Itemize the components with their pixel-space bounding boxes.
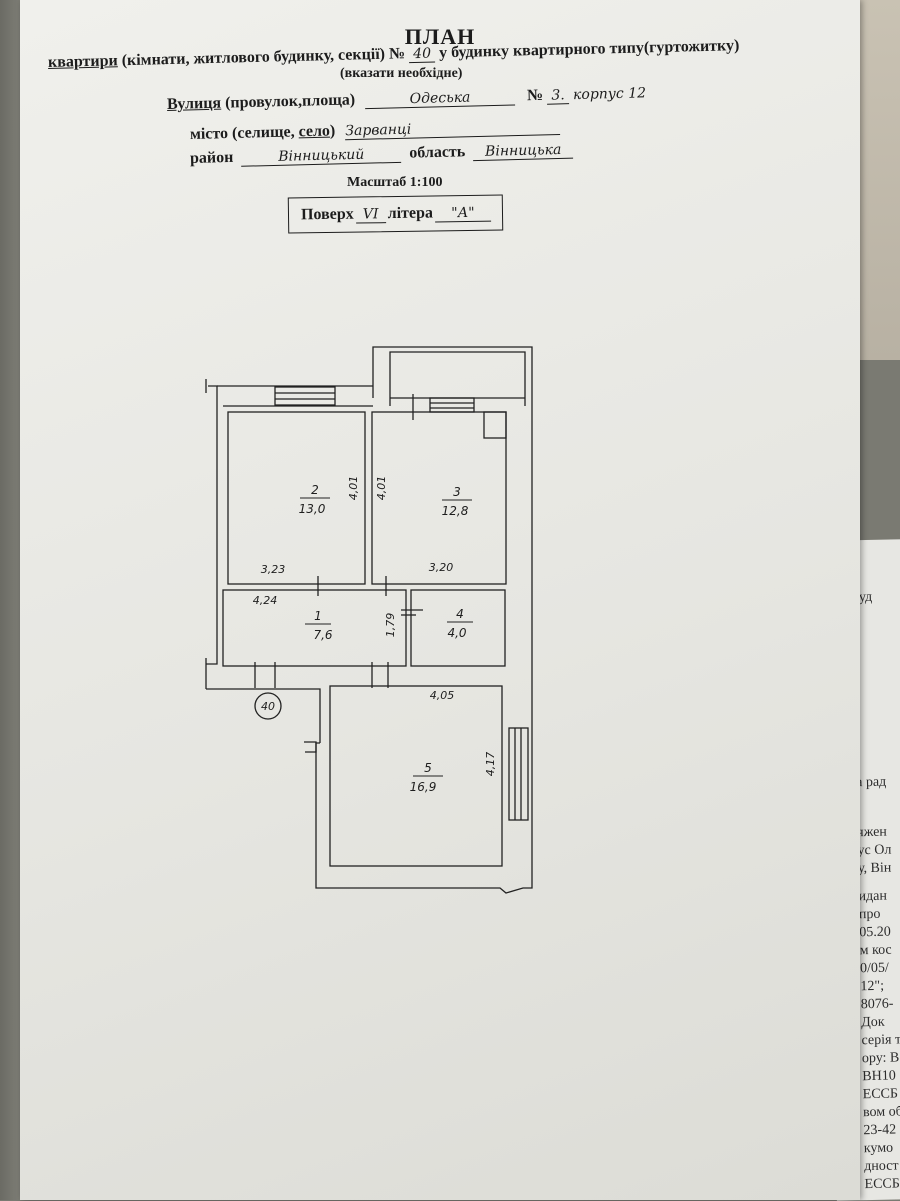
room-1-area: 7,6 — [313, 628, 332, 642]
window — [274, 386, 336, 406]
room-outline — [222, 589, 407, 667]
plan-labels: 40 2 13,0 3 12,8 1 7,6 4 4,0 5 16,9 4,01… — [253, 476, 497, 794]
scale-text: Масштаб 1:100 — [347, 175, 443, 190]
room-2-area: 13,0 — [299, 502, 326, 516]
apartment-marker-label: 40 — [261, 700, 275, 713]
background-text-line: 23-42 — [863, 1122, 897, 1139]
room-5-number: 5 — [424, 761, 432, 775]
room-outline — [371, 411, 507, 585]
background-text-line: дност — [864, 1158, 899, 1175]
floor-plan-drawing: 40 2 13,0 3 12,8 1 7,6 4 4,0 5 16,9 4,01… — [205, 346, 533, 894]
background-text-line: идан — [858, 888, 888, 905]
room-outline — [329, 685, 503, 867]
window — [508, 727, 529, 821]
background-text-line: ВН10 — [862, 1068, 896, 1085]
room-3-number: 3 — [453, 485, 461, 499]
dimension-corridor-height: 1,79 — [384, 613, 397, 638]
apartment-marker-circle — [254, 692, 282, 720]
background-text-line: 8076- — [860, 996, 894, 1013]
room-4-area: 4,0 — [447, 626, 466, 640]
wall-line — [389, 351, 526, 406]
background-text-line: у, Він — [857, 860, 892, 877]
background-text-line: кумо — [863, 1140, 894, 1157]
wall-line — [372, 346, 533, 703]
document-header: ПЛАН квартири (кімнати, житлового будинк… — [20, 0, 860, 250]
dimension-room-2-width: 3,23 — [261, 563, 286, 576]
ventilation-shaft — [483, 411, 507, 439]
background-text-line: м кос — [859, 942, 892, 959]
room-outline — [410, 589, 506, 667]
room-5-area: 16,9 — [410, 780, 437, 794]
dimension-room-5-height: 4,17 — [484, 752, 497, 777]
wall-line — [206, 688, 321, 743]
background-text-line: 12"; — [860, 978, 885, 995]
room-4-number: 4 — [456, 607, 464, 621]
dimension-room-2-height: 4,01 — [347, 476, 360, 501]
background-text-line: Док — [861, 1014, 885, 1031]
background-text-line: ЕССБ — [864, 1176, 900, 1193]
background-text-line: вом об — [862, 1104, 900, 1121]
dimension-room-3-height: 4,01 — [375, 476, 388, 501]
background-text-line: серія т — [861, 1032, 900, 1049]
background-text-line: 05.20 — [859, 924, 891, 941]
dimension-corridor-width: 4,24 — [253, 594, 278, 607]
plan-walls — [205, 346, 533, 894]
background-text-line: ЕССБ — [862, 1086, 899, 1103]
background-text-line: про — [858, 906, 881, 923]
room-1-number: 1 — [314, 609, 322, 623]
apartment-note: (вказати необхідне) — [340, 66, 463, 81]
wall-line — [315, 703, 533, 894]
window — [429, 397, 475, 413]
dimension-room-5-width: 4,05 — [430, 689, 455, 702]
dimension-room-3-width: 3,20 — [429, 561, 454, 574]
background-text-line: 0/05/ — [859, 960, 889, 977]
wall-line — [206, 385, 218, 665]
plan-document-page: ПЛАН квартири (кімнати, житлового будинк… — [20, 0, 860, 1200]
background-text-line: ус Ол — [857, 842, 892, 859]
document-title: ПЛАН — [404, 24, 476, 49]
background-text-line: яжен — [857, 824, 888, 841]
room-3-area: 12,8 — [442, 504, 469, 518]
background-text-line: ору: В — [861, 1050, 900, 1067]
room-outline — [227, 411, 366, 585]
background-text-line: а рад — [856, 774, 887, 791]
wall-line — [304, 741, 317, 753]
room-2-number: 2 — [311, 483, 319, 497]
